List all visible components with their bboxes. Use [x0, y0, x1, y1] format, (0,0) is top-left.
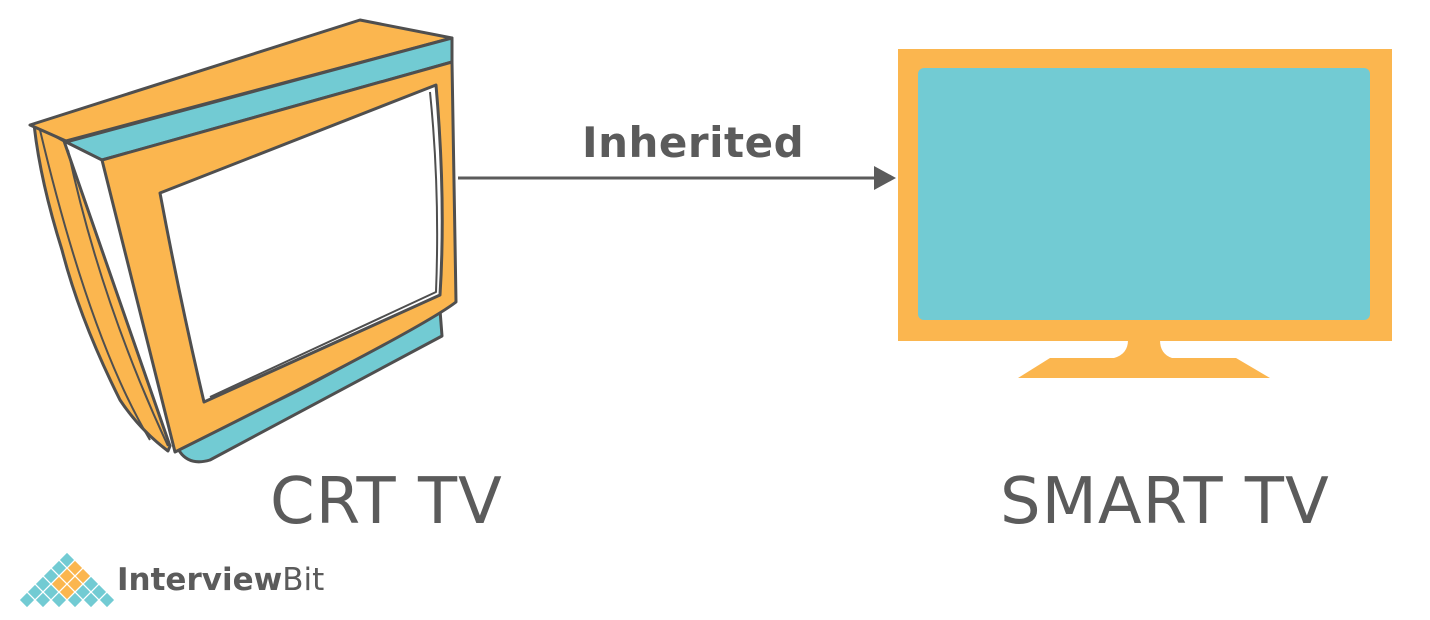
logo-text: InterviewBit: [117, 562, 324, 598]
arrow-label: Inherited: [582, 118, 805, 167]
inherited-arrow: [458, 166, 896, 190]
smart-tv-icon: [898, 49, 1392, 378]
crt-tv-icon: [28, 18, 458, 464]
crt-tv-label: CRT TV: [270, 465, 503, 539]
interviewbit-logo: InterviewBit: [22, 552, 324, 608]
logo-text-bit: Bit: [282, 562, 325, 598]
smart-tv-label: SMART TV: [1000, 465, 1330, 539]
logo-text-interview: Interview: [117, 562, 283, 598]
interviewbit-logo-icon: [19, 552, 115, 608]
